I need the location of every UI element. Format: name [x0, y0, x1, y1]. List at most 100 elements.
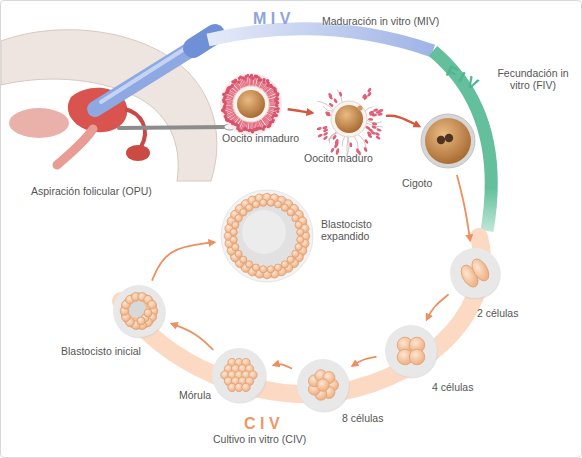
stage-label: 2 células [477, 307, 518, 319]
art-part [365, 107, 373, 111]
art-part [357, 105, 362, 110]
art-part [230, 229, 237, 236]
canal-shape [57, 129, 93, 165]
stage-illustration [212, 348, 266, 402]
art-part [450, 248, 501, 300]
pelvis-outline [1, 30, 217, 181]
art-part [274, 201, 281, 208]
phase-label: Cultivo in vitro (CIV) [213, 433, 306, 445]
art-part [297, 359, 349, 411]
art-part [148, 300, 157, 309]
stage-arrow [288, 109, 313, 113]
art-part [137, 317, 145, 325]
art-part [337, 89, 342, 102]
art-part [445, 134, 453, 142]
art-part [144, 309, 152, 317]
stage-label: Oocito maduro [304, 152, 373, 164]
art-part [276, 110, 279, 113]
art-part [316, 87, 383, 156]
art-part [113, 285, 165, 337]
art-part [450, 248, 500, 298]
stage-arrow [172, 324, 214, 350]
art-part [275, 104, 279, 108]
embryo-stage: Blastocisto expandido [221, 190, 313, 282]
art-part [297, 359, 350, 413]
art-part [252, 201, 259, 208]
art-part [231, 84, 234, 87]
art-part [317, 101, 333, 110]
bladder-shape [9, 108, 69, 138]
stage-label: Mórula [179, 389, 211, 401]
art-part [375, 135, 381, 140]
stage-label: Oocito inmaduro [222, 132, 299, 144]
art-part [262, 128, 265, 131]
stage-illustration [221, 190, 313, 282]
art-part [260, 266, 267, 273]
stage-label: 8 células [342, 412, 383, 424]
art-part [437, 136, 445, 144]
art-part [317, 133, 323, 138]
stage-illustration [385, 325, 437, 377]
stage-arrow [427, 294, 449, 319]
stage-arrow [352, 357, 376, 366]
art-part [236, 205, 300, 269]
art-part [425, 118, 471, 164]
art-part [342, 136, 345, 146]
embryo-stage: Mórula [212, 348, 266, 402]
art-part [276, 101, 279, 104]
art-part [121, 293, 157, 329]
art-part [325, 111, 331, 115]
embryo-stage: Oocito maduro [317, 87, 381, 151]
art-part [421, 114, 475, 168]
phase-acronym: M I V [253, 10, 290, 28]
probe-highlight [101, 41, 197, 102]
art-part [232, 221, 239, 228]
art-part [212, 348, 266, 402]
embryo-stage: Blastocisto inicial [113, 285, 165, 337]
art-part [277, 107, 280, 110]
art-part [316, 127, 322, 131]
ovary-shape [126, 145, 150, 161]
stage-illustration [297, 359, 349, 411]
art-part [371, 125, 377, 129]
art-part [230, 236, 237, 243]
art-part [385, 325, 437, 377]
art-part [281, 261, 288, 268]
art-part [468, 256, 492, 284]
art-part [338, 91, 342, 97]
art-part [367, 87, 372, 93]
art-part [354, 136, 358, 150]
stage-arrow [457, 175, 470, 241]
art-part [259, 78, 262, 81]
stage-arrow [386, 116, 420, 127]
art-part [260, 199, 267, 206]
art-part [242, 383, 250, 391]
art-part [269, 84, 273, 88]
art-part [274, 264, 281, 271]
art-part [374, 132, 380, 137]
stage-illustration [421, 114, 475, 168]
stage-arrow [274, 364, 292, 369]
embryo-stage: 2 células [450, 248, 500, 298]
art-part [376, 128, 382, 132]
stage-label: Blastocisto expandido [321, 218, 393, 242]
phase-acronym: C I V [244, 415, 280, 433]
art-part [275, 93, 279, 97]
art-part [333, 98, 338, 104]
art-part [377, 112, 383, 116]
art-part [234, 79, 238, 83]
embryo-stage: 4 células [385, 325, 437, 377]
art-part [235, 250, 242, 257]
stage-illustration [113, 285, 165, 337]
art-part [349, 142, 352, 147]
art-part [364, 139, 369, 145]
art-part [297, 236, 304, 243]
art-part [250, 74, 253, 77]
art-part [363, 95, 368, 101]
stage-label: Cigoto [402, 177, 432, 189]
art-part [328, 102, 334, 107]
art-part [335, 105, 363, 133]
art-part [366, 131, 372, 136]
